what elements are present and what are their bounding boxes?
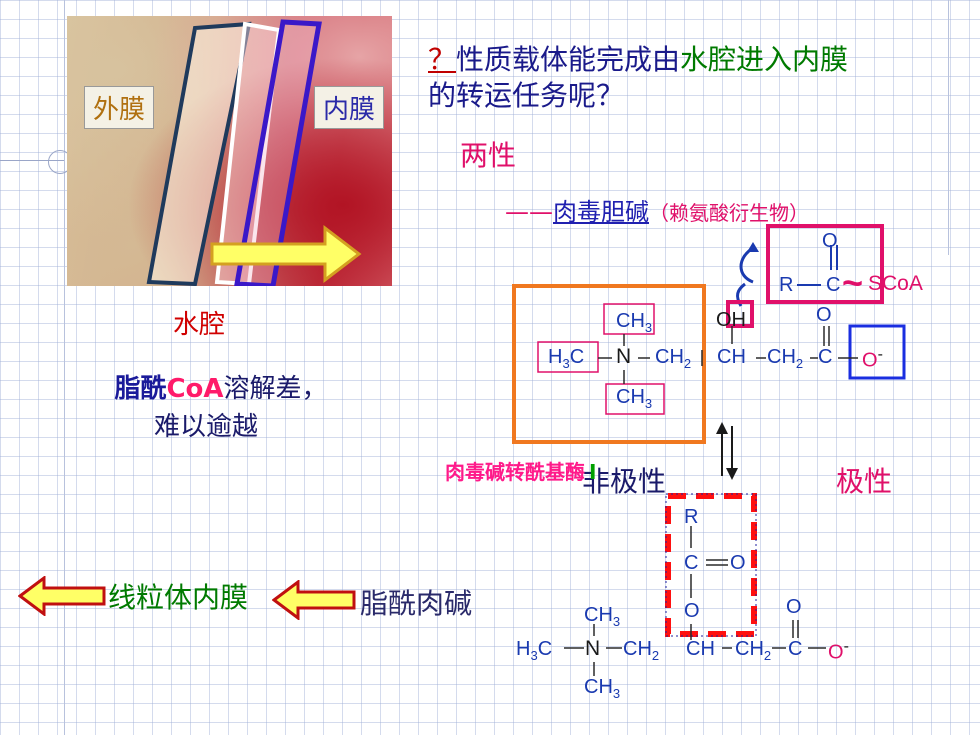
bottom-h3c: H3C [516, 638, 552, 663]
acylcarnitine-label: 脂酰肉碱 [360, 587, 473, 620]
bottom-c-carboxyl: C [788, 638, 803, 660]
bottom-ch: CH [686, 638, 715, 660]
membrane-drawing [146, 19, 362, 286]
top-n: N [616, 345, 632, 368]
matrix-label: 水腔 [173, 310, 226, 340]
top-ch3-lower-text: CH [616, 386, 645, 408]
question-part1: 性质载体能完成由 [456, 43, 681, 76]
bottom-ch2: CH2 [623, 638, 659, 663]
top-h3c: H3C [548, 346, 584, 371]
slide-rule-horizontal [0, 160, 64, 161]
acyl-coa-c: C [826, 274, 841, 296]
bottom-ch2b-text: CH [735, 638, 764, 660]
acyl-coa-scoa: SCoA [868, 272, 923, 295]
note-coa: CoA [166, 374, 224, 404]
enzyme-roman: I [589, 460, 597, 484]
acyl-coa-tilde: ~ [842, 262, 864, 303]
bottom-ch3-lower-text: CH [584, 676, 613, 698]
carnitine-bottom-drawing [564, 493, 826, 676]
bottom-ch3-upper-sub: 3 [612, 614, 621, 629]
top-oh: OH [716, 309, 746, 331]
bottom-o-minus-sign: - [843, 638, 849, 655]
bottom-o-minus: O- [828, 638, 849, 665]
acyl-coa-note-line2: 难以逾越 [153, 412, 258, 442]
acyl-r: R [684, 506, 699, 528]
acyl-c: C [684, 552, 699, 574]
acyl-coa-o: O [822, 230, 838, 252]
bottom-o-carbonyl: O [786, 596, 802, 618]
inner-membrane-bottom-label: 线粒体内膜 [108, 581, 249, 614]
carnitine-note: （赖氨酸衍生物） [649, 201, 809, 225]
top-ch2-sub: 2 [683, 356, 692, 371]
top-ch2: CH2 [655, 346, 691, 371]
top-o-carbonyl: O [816, 304, 832, 326]
bottom-ch2b-sub: 2 [763, 648, 772, 663]
carnitine-name: 肉毒胆碱 [553, 198, 649, 226]
top-ch2b-sub: 2 [795, 356, 804, 371]
enzyme-name: 肉毒碱转酰基酶 [445, 460, 585, 484]
bottom-ch3-lower-sub: 3 [612, 686, 621, 701]
nonpolar-label: 非极性 [582, 465, 667, 498]
top-h3c-c: C [569, 346, 585, 368]
bottom-ch2-text: CH [623, 638, 652, 660]
slide-rule-right [948, 0, 949, 255]
slide-rule-left [64, 0, 65, 735]
membrane-photo: 外膜 内膜 [67, 16, 392, 286]
top-ch3-upper-text: CH [616, 310, 645, 332]
note-rest: 溶解差， [223, 374, 328, 404]
top-o-minus-o: O [862, 349, 878, 372]
question-mark: ？ [428, 43, 457, 76]
bottom-h3c-h: H [516, 638, 531, 660]
left-arrow-icon [18, 576, 106, 616]
carnitine-dash: —— [505, 198, 553, 226]
question-line2: 的转运任务呢？ [428, 79, 625, 112]
acyl-coa-r: R [779, 274, 794, 296]
bottom-ch2-sub: 2 [651, 648, 660, 663]
top-o-minus: O- [862, 346, 883, 373]
acyl-coa-structure [736, 224, 884, 307]
bottom-ch3-upper-text: CH [584, 604, 613, 626]
bottom-h3c-sub: 3 [530, 648, 538, 663]
question-title: ？性质载体能完成由水腔进入内膜 的转运任务呢？ [428, 42, 948, 114]
top-ch3-upper: CH3 [616, 310, 652, 335]
acyl-o: O [684, 600, 700, 622]
top-ch2-text: CH [655, 346, 684, 368]
inner-membrane-label: 内膜 [314, 86, 385, 129]
bottom-h3c-c: C [537, 638, 553, 660]
amphiphilic-label: 两性 [460, 139, 517, 172]
acyl-coa-note-line1: 脂酰CoA溶解差， [86, 370, 356, 408]
top-ch3-upper-sub: 3 [644, 320, 653, 335]
equilibrium-arrows-icon [716, 422, 738, 480]
carnitine-title: ——肉毒胆碱（赖氨酸衍生物） [505, 192, 809, 227]
top-o-minus-sign: - [877, 346, 883, 363]
top-ch3-lower-sub: 3 [644, 396, 653, 411]
carnitine-top-drawing [512, 284, 906, 444]
acyl-o-eq: O [730, 552, 746, 574]
bottom-ch2b: CH2 [735, 638, 771, 663]
top-ch3-lower: CH3 [616, 386, 652, 411]
polar-label: 极性 [836, 465, 893, 498]
top-ch: CH [717, 346, 746, 368]
acyl-coa-note: 脂酰CoA溶解差， 难以逾越 [86, 370, 356, 446]
bottom-o-minus-o: O [828, 641, 844, 664]
outer-membrane-label: 外膜 [84, 86, 155, 129]
top-ch2b: CH2 [767, 346, 803, 371]
bottom-ch3-lower: CH3 [584, 676, 620, 701]
note-prefix: 脂酰 [114, 374, 167, 404]
acylcarnitine-arrow-icon [272, 580, 356, 620]
question-part2: 水腔进入内膜 [680, 43, 849, 76]
top-h3c-sub: 3 [562, 356, 570, 371]
top-c-carboxyl: C [818, 346, 833, 368]
bottom-ch3-upper: CH3 [584, 604, 620, 629]
bottom-n: N [585, 637, 601, 660]
top-h3c-h: H [548, 346, 563, 368]
top-ch2b-text: CH [767, 346, 796, 368]
